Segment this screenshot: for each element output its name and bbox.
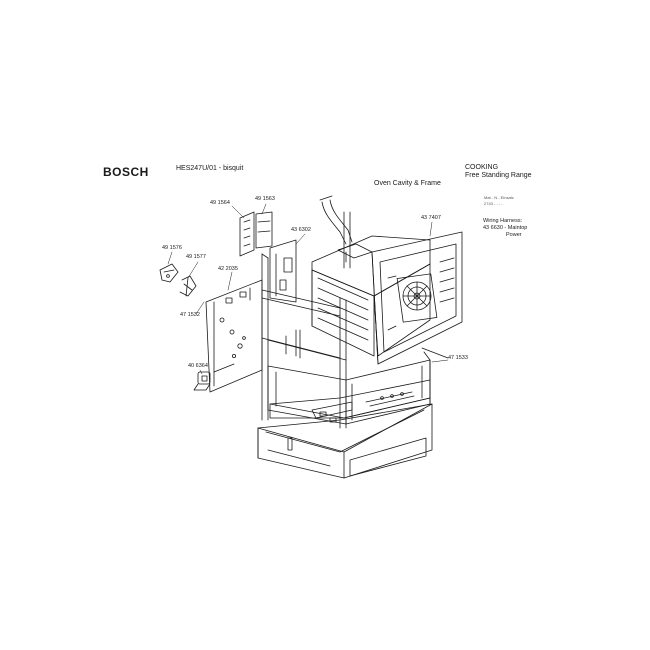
note-line-2: 2743 - - - - — [484, 201, 503, 206]
brand-logo-text: BOSCH — [103, 165, 149, 179]
oven-cavity — [311, 195, 431, 357]
part-label-437407: 43 7407 — [421, 215, 441, 221]
section-title: Oven Cavity & Frame — [374, 180, 441, 187]
storage-drawer-frame — [267, 359, 431, 425]
category-subtitle: Free Standing Range — [465, 172, 532, 179]
rear-panel — [269, 239, 297, 303]
part-label-422035: 42 2035 — [218, 266, 238, 272]
wiring-harness-heading: Wiring Harness: — [483, 218, 523, 224]
foot-glide — [193, 371, 211, 391]
oven-front-frame — [371, 231, 463, 365]
main-frame-posts — [261, 211, 351, 429]
wiring-harness-part: 43 6630 - Maintop — [483, 225, 528, 231]
part-label-471532: 47 1532 — [180, 312, 200, 318]
note-line-1: Mat - N - Einsatz — [484, 195, 514, 200]
part-label-471533: 47 1533 — [448, 355, 468, 361]
top-brackets — [239, 211, 273, 257]
model-number: HES247U/01 - bisquit — [176, 165, 244, 172]
leader-lines — [167, 203, 449, 375]
right-frame-bracket — [421, 347, 449, 405]
base-frame — [257, 403, 433, 479]
clip-part — [179, 275, 197, 297]
bottom-tray — [269, 379, 431, 423]
category-title: COOKING — [465, 164, 499, 171]
hinge-part — [159, 263, 179, 283]
wiring-harness-desc: Power — [506, 232, 522, 238]
part-label-491564: 49 1564 — [210, 200, 230, 206]
part-label-406364: 40 6364 — [188, 363, 208, 369]
part-label-491577: 49 1577 — [186, 254, 206, 260]
left-side-panel — [205, 279, 263, 393]
part-label-491576: 49 1576 — [162, 245, 182, 251]
part-label-491563: 49 1563 — [255, 196, 275, 202]
part-label-436302: 43 6302 — [291, 227, 311, 233]
